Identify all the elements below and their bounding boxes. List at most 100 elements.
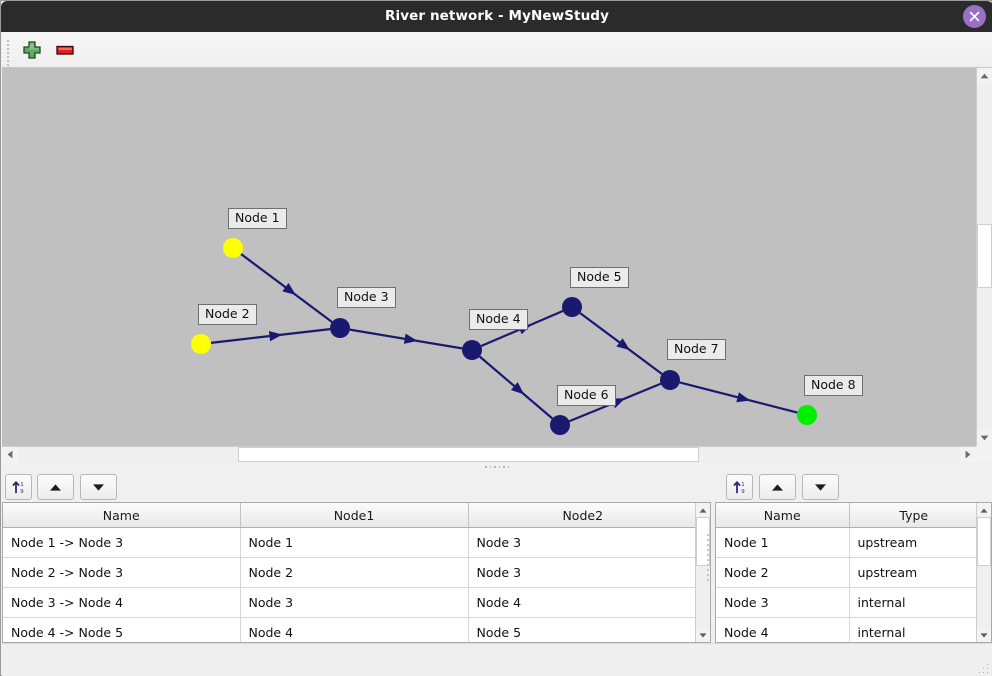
branch-cell[interactable]: Node 2 -> Node 3 (3, 557, 241, 588)
graph-node-node-6[interactable] (550, 415, 570, 435)
node-cell[interactable]: Node 2 (716, 557, 850, 588)
edge-arrow-icon (736, 392, 751, 403)
branch-table-scroll-thumb[interactable] (696, 517, 710, 566)
move-node-up-button[interactable] (759, 474, 796, 500)
scroll-right-icon[interactable] (960, 447, 976, 462)
close-icon[interactable] (963, 5, 986, 28)
graph-node-node-3[interactable] (330, 318, 350, 338)
svg-text:9: 9 (741, 489, 745, 495)
graph-node-node-2[interactable] (191, 334, 211, 354)
scroll-up-icon[interactable] (696, 503, 710, 517)
svg-text:1: 1 (20, 482, 23, 488)
move-branch-up-button[interactable] (37, 474, 74, 500)
main-toolbar (2, 32, 992, 68)
node-column-header-type[interactable]: Type (849, 503, 978, 528)
canvas-hscroll-thumb[interactable] (238, 447, 699, 462)
node-cell[interactable]: upstream (849, 557, 978, 588)
branch-cell[interactable]: Node 1 (240, 527, 469, 558)
branch-cell[interactable]: Node 3 (468, 557, 697, 588)
branch-cell[interactable]: Node 1 -> Node 3 (3, 527, 241, 558)
branch-table-scrollbar[interactable] (695, 503, 710, 642)
svg-text:9: 9 (20, 489, 24, 495)
branch-cell[interactable]: Node 3 -> Node 4 (3, 587, 241, 618)
svg-text:1: 1 (741, 482, 744, 488)
branch-column-header-node1[interactable]: Node1 (240, 503, 469, 528)
branch-cell[interactable]: Node 5 (468, 617, 697, 642)
graph-node-node-4[interactable] (462, 340, 482, 360)
node-column-header-name[interactable]: Name (716, 503, 850, 528)
scroll-down-icon[interactable] (696, 628, 710, 642)
move-branch-down-button[interactable] (80, 474, 117, 500)
graph-node-node-5[interactable] (562, 297, 582, 317)
graph-node-label-node-3[interactable]: Node 3 (337, 287, 396, 308)
node-cell[interactable]: internal (849, 617, 978, 642)
graph-node-label-node-5[interactable]: Node 5 (570, 267, 629, 288)
branch-column-header-node2[interactable]: Node2 (468, 503, 697, 528)
network-graph-panel: Node 1 Node 2 Node 3 Node 4 Node 5 Node 6 Node… (2, 68, 992, 462)
toolbar-grip[interactable] (6, 38, 11, 66)
node-table-scroll-thumb[interactable] (977, 517, 991, 566)
node-cell[interactable]: upstream (849, 527, 978, 558)
node-cell[interactable]: Node 4 (716, 617, 850, 642)
canvas-vertical-scrollbar[interactable] (976, 68, 992, 446)
network-canvas[interactable]: Node 1 Node 2 Node 3 Node 4 Node 5 Node 6 Node… (2, 68, 976, 446)
graph-node-label-node-4[interactable]: Node 4 (469, 309, 528, 330)
branch-cell[interactable]: Node 2 (240, 557, 469, 588)
add-node-button[interactable] (19, 37, 45, 63)
graph-node-label-node-2[interactable]: Node 2 (198, 304, 257, 325)
graph-node-node-8[interactable] (797, 405, 817, 425)
sort-nodes-button[interactable]: 1 9 (726, 474, 753, 500)
status-bar (2, 643, 992, 676)
node-cell[interactable]: Node 3 (716, 587, 850, 618)
scroll-left-icon[interactable] (2, 447, 18, 462)
branch-cell[interactable]: Node 4 -> Node 5 (3, 617, 241, 642)
branch-cell[interactable]: Node 3 (240, 587, 469, 618)
canvas-vscroll-thumb[interactable] (977, 224, 992, 288)
move-node-down-button[interactable] (802, 474, 839, 500)
graph-node-label-node-7[interactable]: Node 7 (667, 339, 726, 360)
tables-splitter[interactable] (706, 531, 711, 591)
panel-splitter[interactable] (2, 462, 992, 473)
edge-arrow-icon (268, 330, 283, 342)
branch-cell[interactable]: Node 3 (468, 527, 697, 558)
scroll-down-icon[interactable] (977, 628, 991, 642)
edge-arrow-icon (403, 333, 418, 344)
scroll-down-icon[interactable] (977, 430, 992, 446)
edge-arrow-icon (282, 283, 296, 295)
node-cell[interactable]: internal (849, 587, 978, 618)
branch-cell[interactable]: Node 4 (240, 617, 469, 642)
graph-node-label-node-6[interactable]: Node 6 (557, 385, 616, 406)
scroll-up-icon[interactable] (977, 503, 991, 517)
title-bar: River network - MyNewStudy (1, 1, 992, 32)
node-cell[interactable]: Node 1 (716, 527, 850, 558)
branch-column-header-name[interactable]: Name (3, 503, 241, 528)
graph-node-label-node-8[interactable]: Node 8 (804, 375, 863, 396)
remove-node-button[interactable] (52, 37, 78, 63)
edge-arrow-icon (616, 338, 630, 351)
canvas-horizontal-scrollbar[interactable] (2, 446, 976, 462)
resize-grip[interactable] (978, 663, 988, 673)
node-table-scrollbar[interactable] (976, 503, 991, 642)
scroll-up-icon[interactable] (977, 68, 992, 84)
graph-node-node-7[interactable] (660, 370, 680, 390)
branch-cell[interactable]: Node 4 (468, 587, 697, 618)
graph-node-node-1[interactable] (223, 238, 243, 258)
sort-branches-button[interactable]: 1 9 (5, 474, 32, 500)
window-title: River network - MyNewStudy (385, 8, 609, 24)
graph-node-label-node-1[interactable]: Node 1 (228, 208, 287, 229)
